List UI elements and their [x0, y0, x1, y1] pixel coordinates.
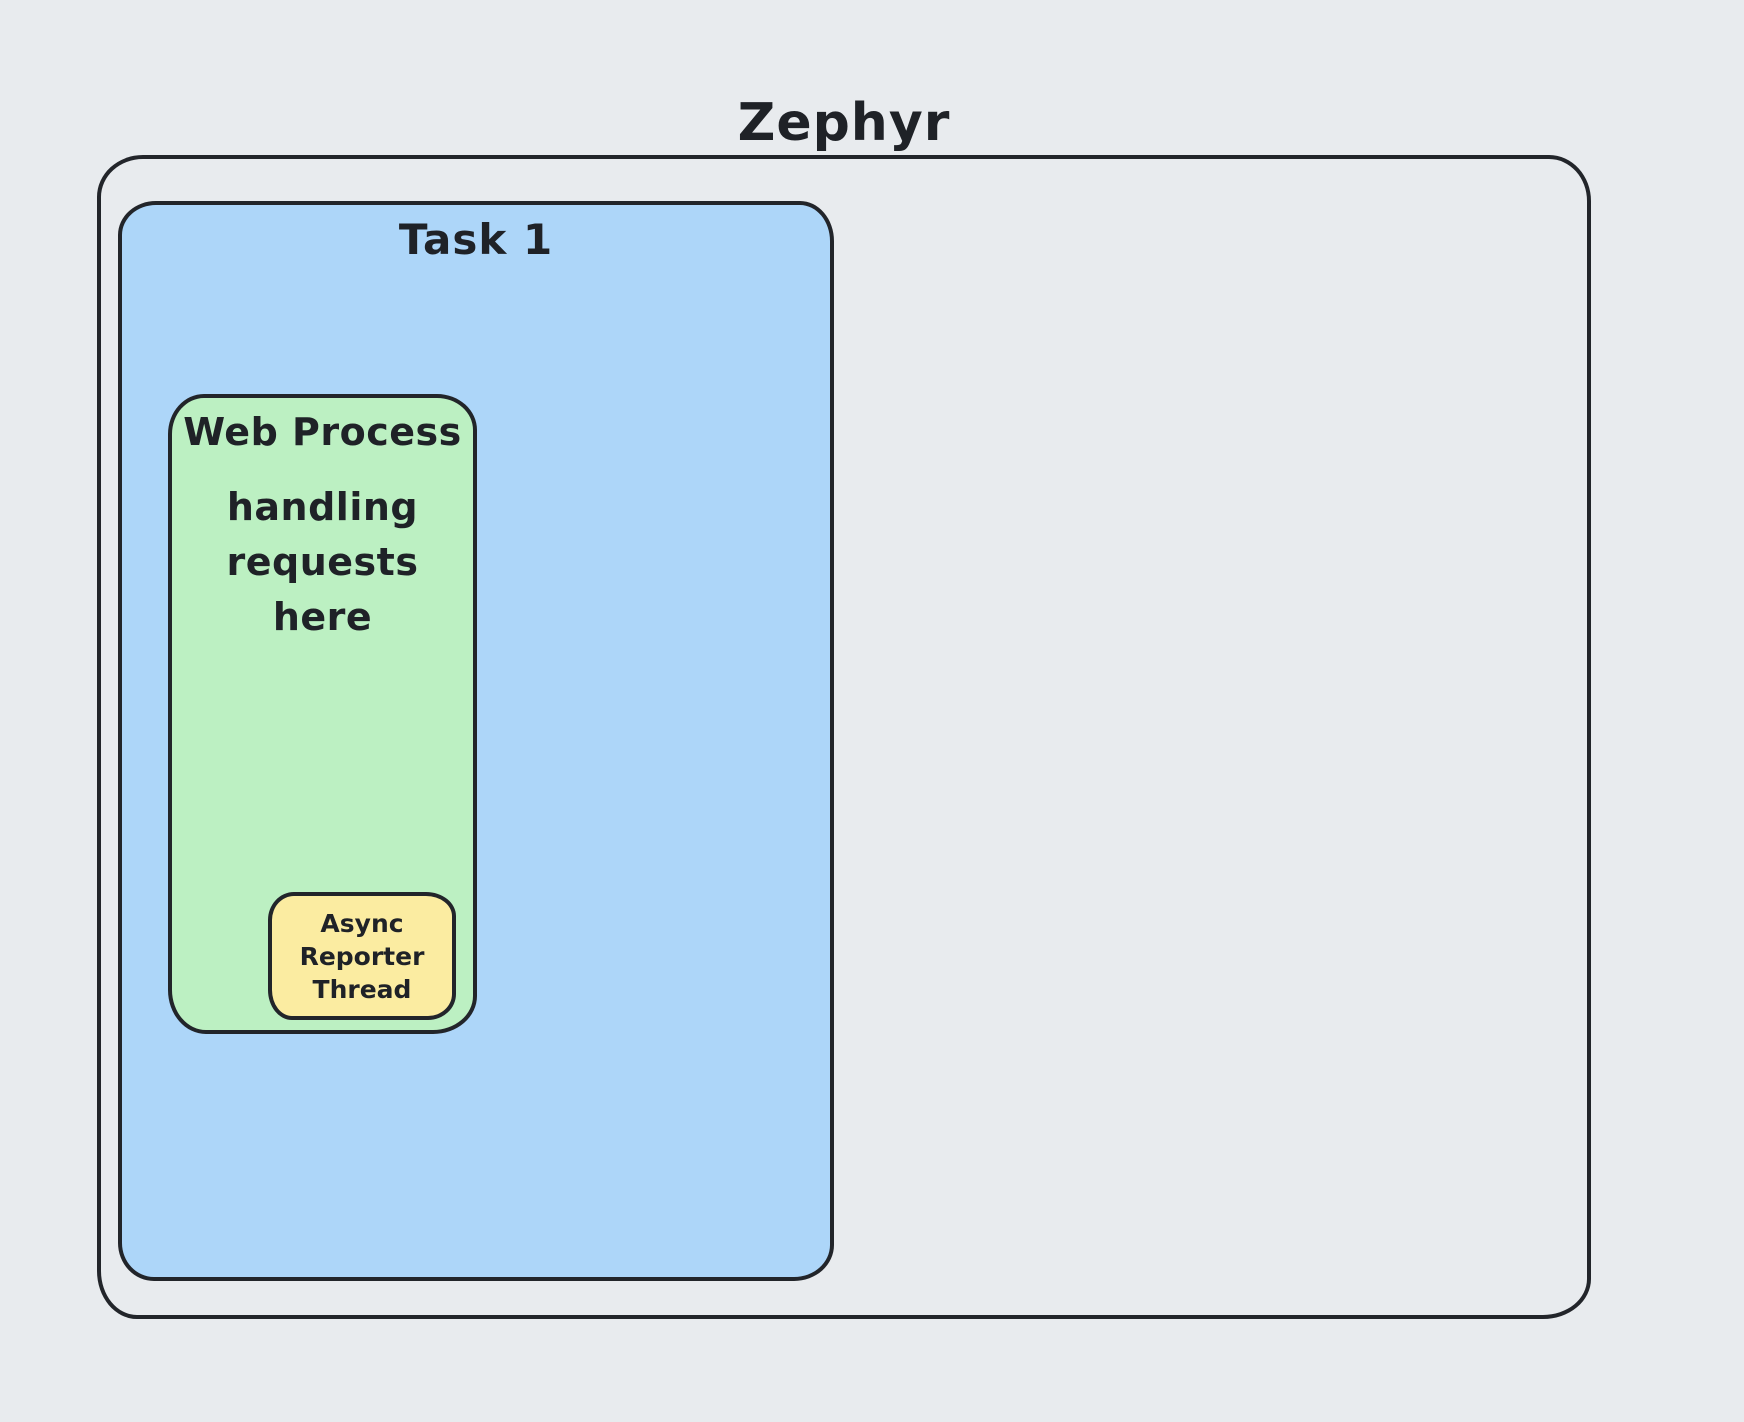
async-reporter-thread-box: Async Reporter Thread	[268, 892, 456, 1020]
task1-label: Task 1	[398, 215, 554, 264]
web-process-description: handling requests here	[226, 485, 419, 640]
task1-box: Task 1 Web Process handling requests her…	[118, 201, 834, 1281]
web-process-title: Web Process	[183, 410, 462, 454]
async-reporter-thread-label: Async Reporter Thread	[299, 908, 425, 1004]
web-process-box: Web Process handling requests here Async…	[168, 394, 477, 1034]
diagram-title: Zephyr	[737, 93, 951, 153]
zephyr-container-box: Task 1 Web Process handling requests her…	[97, 155, 1591, 1319]
